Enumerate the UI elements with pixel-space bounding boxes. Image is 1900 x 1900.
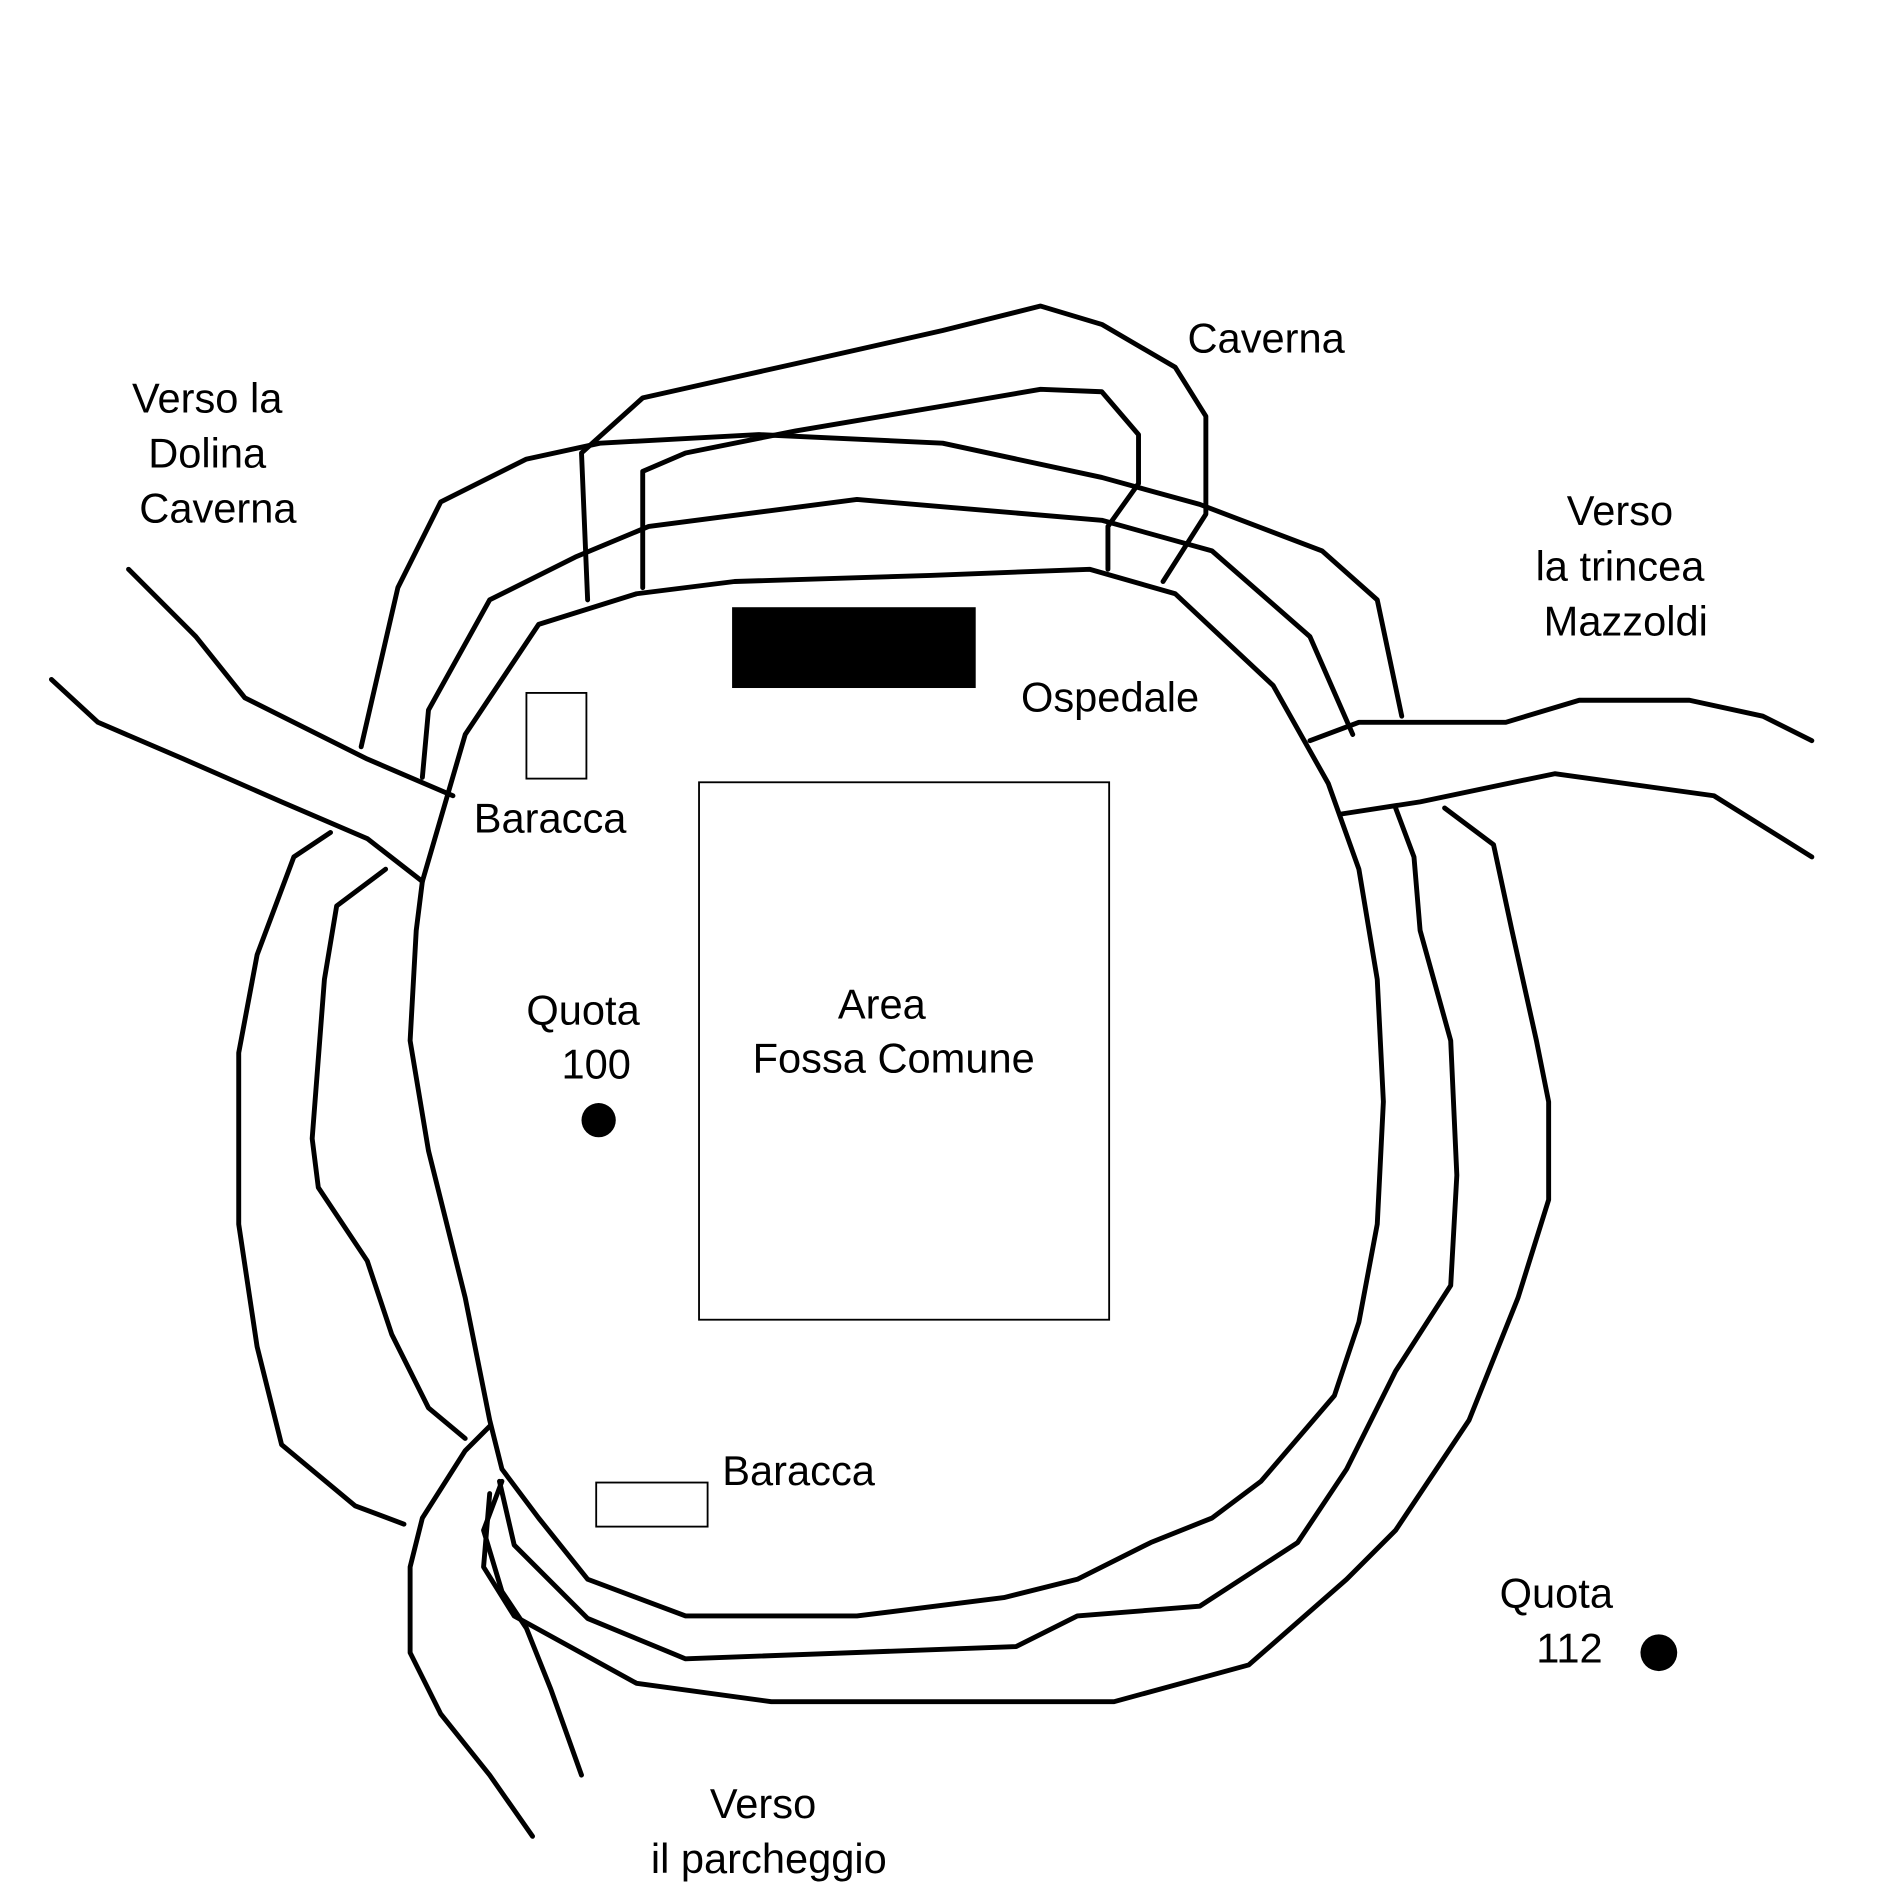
fossa-comune-area	[698, 781, 1111, 1321]
middle-ring-bottom	[497, 805, 1460, 1662]
label-fossa-comune: Area Fossa Comune	[753, 981, 1035, 1082]
label-dolina: Verso la Dolina Caverna	[132, 375, 297, 532]
outer-ring-bottom	[481, 805, 1552, 1705]
label-quota-100: Quota 100	[526, 987, 651, 1088]
label-baracca-top: Baracca	[474, 794, 628, 841]
ospedale-building	[732, 607, 976, 689]
path-dolina-upper	[126, 566, 456, 799]
quota-112-marker	[1640, 1634, 1678, 1672]
label-parcheggio: Verso il parcheggio	[651, 1780, 887, 1882]
path-trincea-lower	[1338, 771, 1815, 860]
cave-outer-loop	[579, 303, 1209, 603]
baracca-bottom-building	[595, 1481, 709, 1528]
path-trincea-upper	[1307, 697, 1815, 744]
outer-ring-top	[358, 432, 1405, 750]
left-outer-contour	[236, 830, 407, 1527]
label-baracca-bottom: Baracca	[722, 1447, 876, 1494]
left-inner-contour	[309, 866, 468, 1441]
middle-ring-top	[419, 497, 1356, 780]
contour-lines	[236, 303, 1552, 1705]
path-parcheggio-right	[481, 1478, 584, 1778]
path-dolina-lower	[48, 676, 425, 884]
quota-100-marker	[581, 1103, 616, 1138]
paths	[48, 566, 1815, 1839]
baracca-top-building	[525, 691, 588, 780]
label-quota-112: Quota 112	[1500, 1569, 1625, 1671]
inner-ring	[407, 566, 1386, 1619]
cave-inner-loop	[640, 386, 1141, 591]
label-trincea: Verso la trincea Mazzoldi	[1536, 487, 1716, 644]
label-ospedale: Ospedale	[1021, 673, 1199, 720]
label-caverna: Caverna	[1187, 315, 1345, 362]
path-parcheggio-left	[407, 1423, 535, 1839]
